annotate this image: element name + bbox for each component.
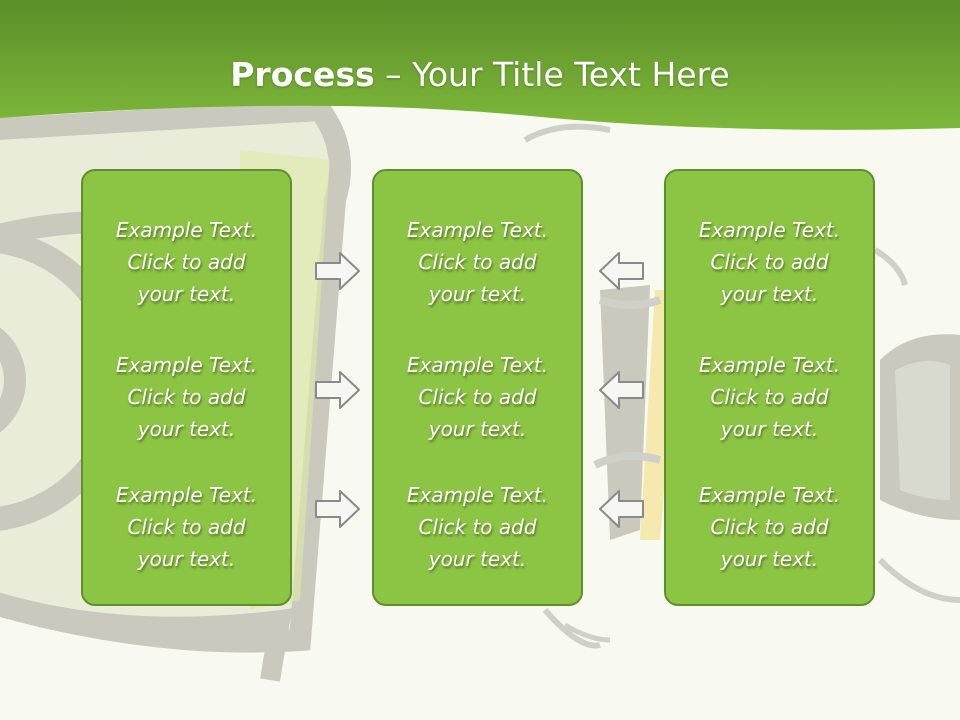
text-line: Example Text. [406,218,549,242]
text-block[interactable]: Example Text. Click to add your text. [374,214,581,310]
text-line: your text. [720,417,819,441]
text-line: Click to add [710,250,829,274]
text-line: Example Text. [115,353,258,377]
arrow-right-icon [314,369,362,411]
arrow-right-icon [314,488,362,530]
text-line: your text. [428,282,527,306]
arrow-left-icon [597,488,645,530]
text-line: Click to add [710,515,829,539]
text-block[interactable]: Example Text. Click to add your text. [374,479,581,575]
text-block[interactable]: Example Text. Click to add your text. [83,349,290,445]
title-strong: Process [230,55,375,94]
text-line: Click to add [418,515,537,539]
text-line: Example Text. [115,218,258,242]
arrow-left-icon [597,369,645,411]
text-block[interactable]: Example Text. Click to add your text. [666,349,873,445]
text-line: your text. [720,547,819,571]
title-rest: – Your Title Text Here [374,55,730,94]
text-line: Example Text. [406,353,549,377]
text-line: your text. [137,417,236,441]
text-line: Example Text. [698,483,841,507]
text-block[interactable]: Example Text. Click to add your text. [83,214,290,310]
text-line: Click to add [418,385,537,409]
text-block[interactable]: Example Text. Click to add your text. [83,479,290,575]
slide-title[interactable]: Process – Your Title Text Here [0,52,960,98]
text-block[interactable]: Example Text. Click to add your text. [666,479,873,575]
text-line: Click to add [418,250,537,274]
text-block[interactable]: Example Text. Click to add your text. [666,214,873,310]
text-line: Example Text. [115,483,258,507]
text-line: Click to add [710,385,829,409]
header-band [0,0,960,130]
text-line: Click to add [127,250,246,274]
text-line: your text. [137,547,236,571]
text-line: your text. [720,282,819,306]
text-line: your text. [137,282,236,306]
text-line: Click to add [127,385,246,409]
text-line: Example Text. [698,218,841,242]
arrow-right-icon [314,250,362,292]
process-panel-center[interactable]: Example Text. Click to add your text. Ex… [372,169,583,606]
text-line: Click to add [127,515,246,539]
text-line: Example Text. [406,483,549,507]
process-panel-right[interactable]: Example Text. Click to add your text. Ex… [664,169,875,606]
text-block[interactable]: Example Text. Click to add your text. [374,349,581,445]
arrow-left-icon [597,250,645,292]
text-line: Example Text. [698,353,841,377]
text-line: your text. [428,417,527,441]
text-line: your text. [428,547,527,571]
process-panel-left[interactable]: Example Text. Click to add your text. Ex… [81,169,292,606]
